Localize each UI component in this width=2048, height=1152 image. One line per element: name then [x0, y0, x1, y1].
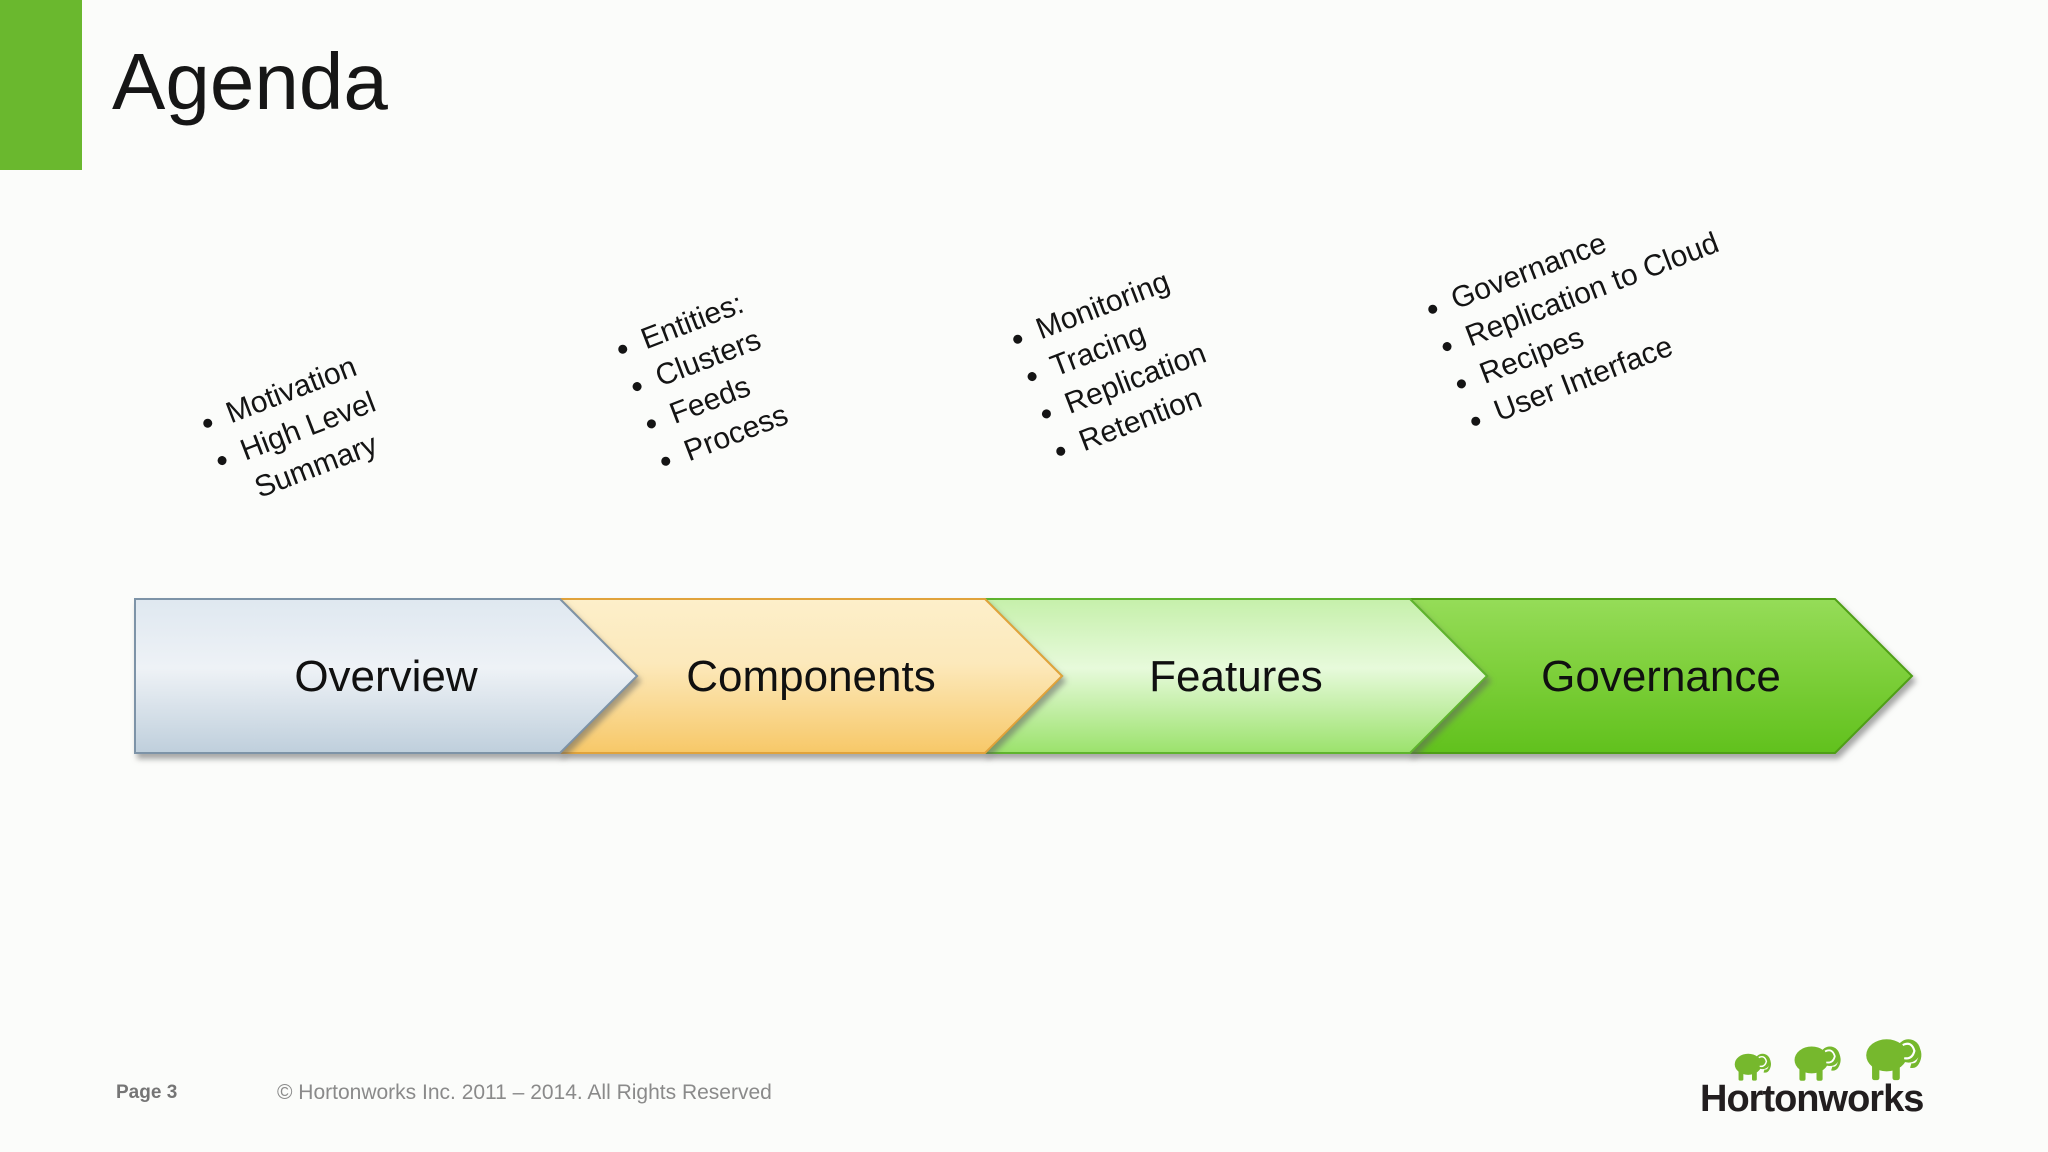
copyright-text: © Hortonworks Inc. 2011 – 2014. All Righ…: [277, 1081, 772, 1104]
chevron-overview: [134, 598, 639, 754]
chevron-label-features: Features: [1149, 652, 1323, 701]
hortonworks-elephants-icon: [1734, 1039, 1922, 1081]
hortonworks-logo: Hortonworks: [1700, 1018, 1950, 1121]
chevron-label-overview: Overview: [294, 652, 478, 701]
accent-bar: [0, 0, 82, 170]
chevron-label-governance: Governance: [1541, 652, 1781, 701]
chevron-label-components: Components: [686, 652, 935, 701]
page-number: Page 3: [116, 1082, 178, 1103]
slide-title: Agenda: [112, 37, 388, 126]
hortonworks-wordmark: Hortonworks: [1700, 1078, 1924, 1120]
